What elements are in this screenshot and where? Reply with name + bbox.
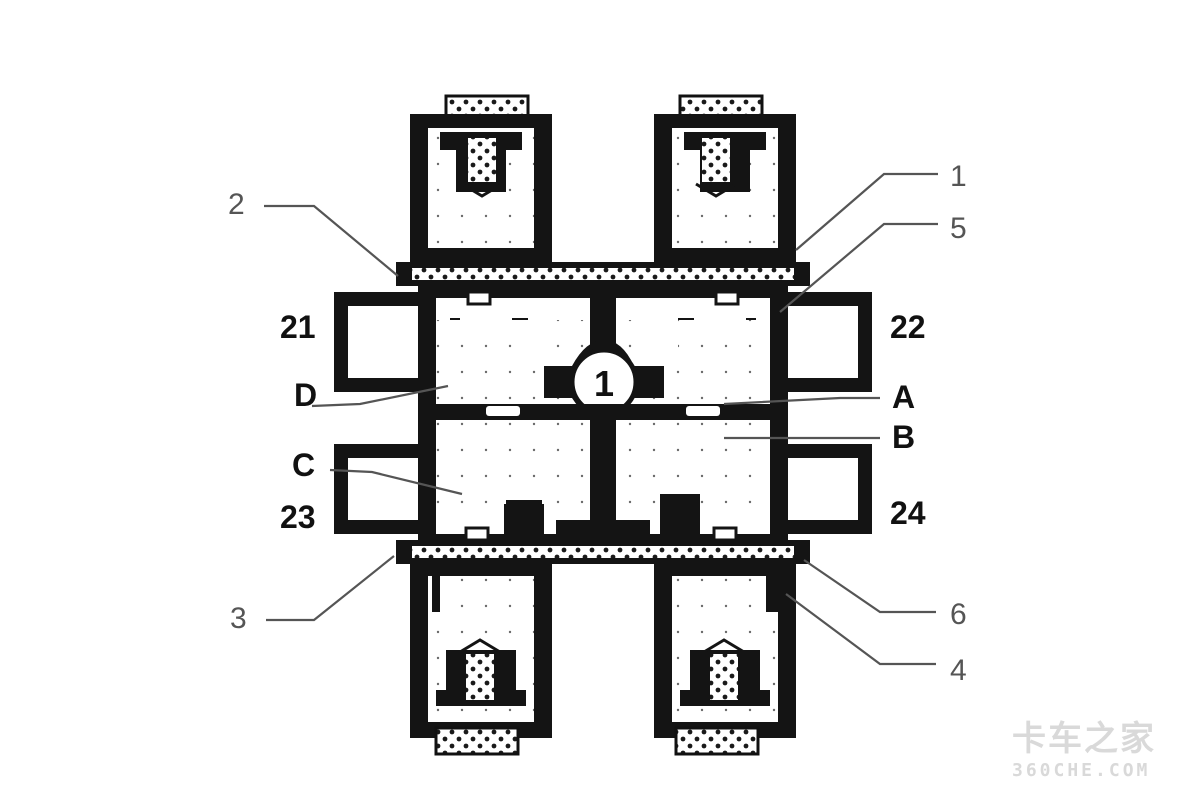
port-24-label: 24 [890, 495, 926, 531]
leader-a [723, 396, 880, 406]
chamber-a-label: A [892, 379, 915, 415]
housing-top-left [410, 114, 552, 265]
chamber-c [436, 420, 590, 504]
spring-bottom-right [710, 654, 738, 700]
top-seal-gasket [412, 268, 794, 280]
leader-1 [795, 172, 938, 251]
port-22-label: 22 [890, 309, 926, 345]
housing-top-right [654, 114, 796, 265]
leader-c [329, 468, 463, 496]
callout-4-label: 4 [950, 654, 967, 687]
coil-cap-bottom-right [674, 726, 760, 756]
solenoid-top-right [654, 94, 796, 265]
center-port-label: 1 [594, 363, 614, 404]
leader-d [311, 384, 449, 408]
port-23-pipe [334, 444, 430, 534]
port-21-pipe [334, 292, 430, 392]
callout-5-label: 5 [950, 212, 967, 245]
watermark-url: 360CHE.COM [1012, 760, 1150, 781]
chamber-c-label: C [292, 447, 315, 483]
solenoid-bottom-right [654, 560, 796, 756]
port-24-pipe [776, 444, 872, 534]
housing-bottom-right [654, 560, 796, 738]
callout-2-label: 2 [228, 188, 245, 221]
spring-top-left [468, 138, 496, 182]
watermark-brand: 卡车之家 [1012, 719, 1156, 759]
leader-4 [785, 593, 936, 666]
coil-cap-bottom-left [434, 726, 520, 756]
leader-6 [803, 559, 936, 614]
chamber-b [616, 420, 770, 504]
leader-2 [264, 204, 399, 277]
solenoid-bottom-left [410, 560, 552, 756]
leader-lines [264, 172, 938, 666]
callout-6-label: 6 [950, 598, 967, 631]
port-23-label: 23 [280, 499, 316, 535]
bottom-seal-gasket [412, 546, 794, 558]
valve-body [418, 286, 788, 548]
spring-top-right [702, 138, 730, 182]
housing-bottom-left [410, 560, 552, 738]
leader-3 [266, 555, 395, 622]
leader-5 [779, 222, 938, 313]
port-22-pipe [776, 292, 872, 392]
chamber-d-label: D [294, 377, 317, 413]
callout-3-label: 3 [230, 602, 247, 635]
spring-bottom-left [466, 654, 494, 700]
callout-1-label: 1 [950, 160, 967, 193]
chamber-b-label: B [892, 419, 915, 455]
port-21-label: 21 [280, 309, 316, 345]
solenoid-top-left [410, 94, 552, 265]
